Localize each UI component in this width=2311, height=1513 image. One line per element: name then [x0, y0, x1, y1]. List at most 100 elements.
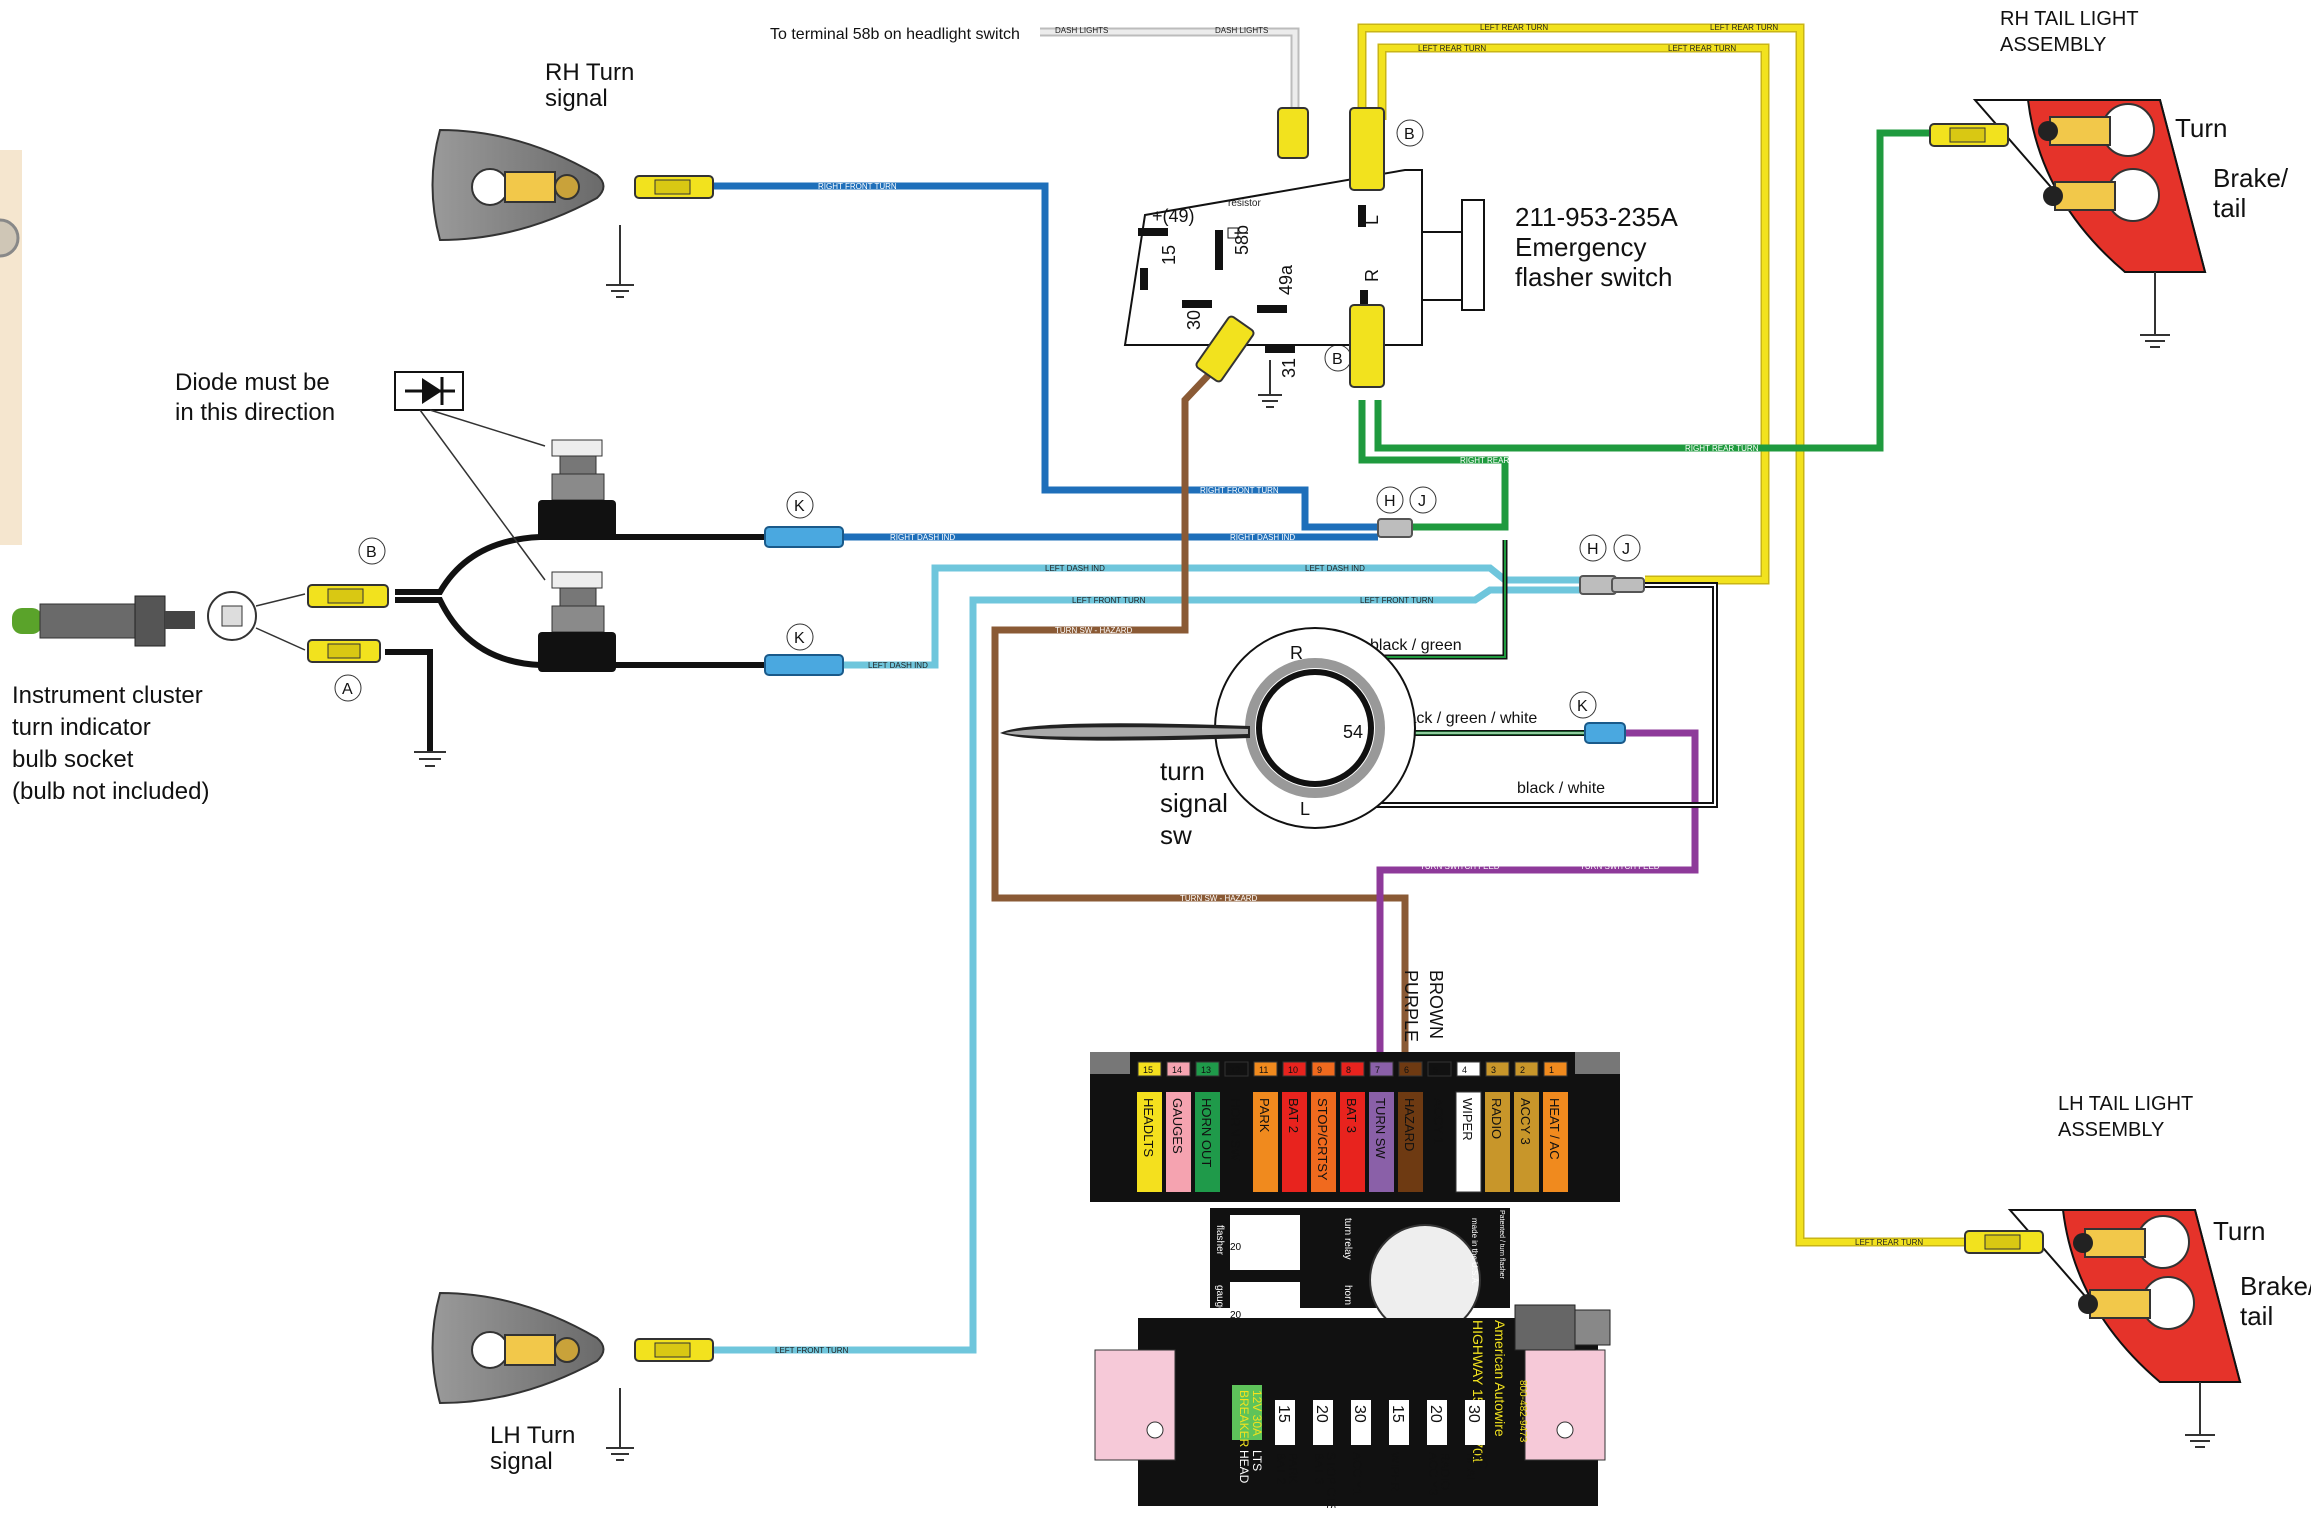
diode-holder-lower — [538, 571, 616, 672]
breaker-label: STOP CTSY — [1324, 1452, 1338, 1508]
wire-turn-switch-feed — [1376, 729, 1699, 1062]
fuse-label: HORN SW — [1228, 1098, 1243, 1162]
flasher-switch-part: 211-953-235A — [1515, 202, 1679, 232]
ground-icon — [2185, 1434, 2215, 1448]
rh-tail-label-1: RH TAIL LIGHT — [2000, 8, 2139, 30]
emergency-flasher-switch: +(49) resistor 58b 15 30 49a 31 L R — [1123, 107, 1485, 408]
tag-k-feed: K — [1577, 698, 1588, 715]
label-black-green: black / green — [1370, 637, 1462, 654]
label-turn-switch-feed-2: TURN SWITCH FEED — [1580, 862, 1660, 871]
label-left-front-turn-3: LEFT FRONT TURN — [775, 1346, 849, 1355]
tag-a-cluster: A — [342, 681, 353, 698]
fb-turn-relay: turn relay — [1342, 1218, 1353, 1260]
fuse-number: 9 — [1317, 1065, 1322, 1075]
flasher-terminal-49: +(49) — [1152, 206, 1195, 226]
fuse-label: HAZARD — [1402, 1098, 1417, 1151]
fuse-number: 14 — [1172, 1065, 1182, 1075]
label-black-green-white: black / green / white — [1395, 710, 1537, 727]
ground-icon — [606, 1447, 634, 1461]
fuse-label: STOP/CRTSY — [1315, 1098, 1330, 1181]
wire-left-rear-turn — [1357, 23, 1968, 1247]
switch-terminal-r: R — [1290, 643, 1303, 663]
turn-signal-switch: R 54 L — [1000, 627, 1416, 829]
fuse-number: 10 — [1288, 1065, 1298, 1075]
breaker-amp: 30 — [1465, 1405, 1482, 1423]
fuse-label: ACCY 1 — [1431, 1098, 1446, 1145]
diode-holder-upper — [538, 439, 616, 540]
spade-terminal-icon — [1964, 1230, 2044, 1254]
breaker-label: HEAT — [1464, 1452, 1478, 1484]
breaker-label: PARK — [1286, 1452, 1300, 1484]
ground-icon — [1258, 360, 1282, 408]
fuse-block-lower: flasher gauges turn relay horn relay 20 … — [1094, 1208, 1611, 1513]
fuse-number: 7 — [1375, 1065, 1380, 1075]
tag-k-lower: K — [794, 630, 805, 647]
label-right-front-turn-2: RIGHT FRONT TURN — [1200, 486, 1279, 495]
wire-cluster-black — [385, 534, 770, 752]
fuse-number: 8 — [1346, 1065, 1351, 1075]
breaker-amp: 15 — [1275, 1405, 1292, 1423]
flasher-terminal-l: L — [1362, 215, 1382, 225]
turn-signal-sw-label-3: sw — [1160, 820, 1192, 850]
fb-flasher: flasher — [1214, 1225, 1225, 1256]
tag-k-upper: K — [794, 498, 805, 515]
switch-terminal-l: L — [1300, 799, 1310, 819]
lh-tail-brake-1: Brake/ — [2240, 1271, 2311, 1301]
wire-turn-sw-hazard — [991, 362, 1409, 1062]
cluster-note-2: turn indicator — [12, 714, 151, 741]
fuse-number: 1 — [1549, 1065, 1554, 1075]
label-turn-sw-hazard-2: TURN SW - HAZARD — [1180, 894, 1258, 903]
fb-breaker-sub-1: HEAD — [1237, 1450, 1251, 1484]
spade-terminal-icon — [1929, 123, 2009, 147]
fb-gauges: gauges — [1214, 1285, 1225, 1318]
label-right-dash-ind-1: RIGHT DASH IND — [890, 533, 955, 542]
fuse-number: 12 — [1230, 1065, 1240, 1075]
rh-turn-signal-lamp — [431, 128, 714, 298]
fb-patent: Patented / turn flasher — [1498, 1210, 1505, 1280]
diode-symbol-icon — [394, 371, 464, 411]
diode-note-2: in this direction — [175, 399, 335, 426]
fuse-label: HEAT / AC — [1547, 1098, 1562, 1160]
rh-tail-brake-2: tail — [2213, 193, 2246, 223]
turn-signal-sw-label-2: signal — [1160, 788, 1228, 818]
label-right-rear-turn-1: RIGHT REAR TURN — [1460, 456, 1534, 465]
spade-terminal-icon — [1195, 107, 1385, 388]
flasher-terminal-15: 15 — [1159, 245, 1179, 265]
label-dash-lights-1: DASH LIGHTS — [1055, 26, 1108, 35]
label-left-front-turn-2: LEFT FRONT TURN — [1360, 596, 1434, 605]
fuse-label: RADIO — [1489, 1098, 1504, 1139]
fuse-label: HEADLTS — [1141, 1098, 1156, 1157]
rh-tail-label-2: ASSEMBLY — [2000, 34, 2106, 56]
label-black-white: black / white — [1517, 780, 1605, 797]
flasher-terminal-30: 30 — [1184, 310, 1204, 330]
fuse-number: 13 — [1201, 1065, 1211, 1075]
tag-b-flasher-top: B — [1404, 126, 1415, 143]
inline-connectors-hj — [1377, 518, 1645, 595]
breaker-amp: 20 — [1427, 1405, 1444, 1423]
purple-label: PURPLE — [1401, 970, 1421, 1042]
cluster-note-3: bulb socket — [12, 746, 134, 773]
flasher-terminal-58b: 58b — [1232, 225, 1252, 255]
fb-breaker-1: BREAKER — [1237, 1390, 1251, 1448]
label-left-rear-turn-3: LEFT REAR TURN — [1418, 44, 1486, 53]
fuse-number: 5 — [1433, 1065, 1438, 1075]
label-right-rear-turn-2: RIGHT REAR TURN — [1685, 444, 1759, 453]
wire-dash-lights — [1040, 27, 1300, 115]
tag-j-lower: J — [1622, 541, 1630, 558]
cluster-bulb-socket — [12, 584, 446, 767]
